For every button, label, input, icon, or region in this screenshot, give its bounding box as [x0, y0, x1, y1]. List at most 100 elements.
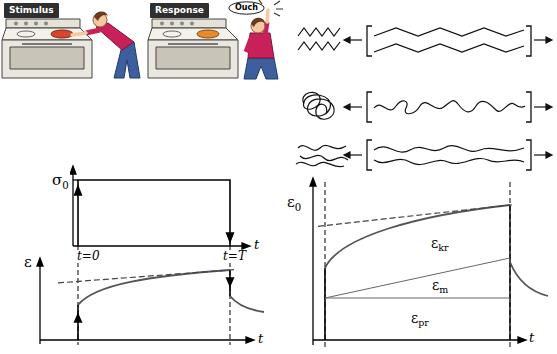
bubble-outline: [229, 2, 264, 14]
strain-symbol: ε: [23, 254, 33, 271]
response-illustration: [152, 19, 226, 28]
polymer-chains: [303, 92, 334, 119]
stretch-brackets: [367, 26, 531, 170]
stimulus-illustration: [2, 12, 140, 78]
stretch-arrows: [344, 152, 350, 158]
strain-symbol: ε0: [286, 194, 302, 211]
stress-symbol: σ0: [51, 172, 70, 189]
strain-components-graph: [312, 182, 313, 345]
response-illustration: [190, 22, 194, 26]
response-illustration: [180, 22, 184, 26]
stretch-arrows: [344, 37, 350, 43]
strain-graph: [40, 339, 250, 340]
response-illustration: [267, 10, 268, 22]
stress-graph: [75, 186, 82, 195]
component-label: εm: [431, 278, 449, 293]
stimulus-illustration: [14, 22, 18, 26]
stimulus-illustration: [94, 12, 108, 21]
component-label: εkr: [430, 236, 450, 251]
response-illustration: [163, 31, 181, 37]
strain-graph: [39, 262, 40, 344]
stress-graph: [227, 233, 234, 242]
strain-graph: [58, 270, 234, 283]
node-text: Ouch: [235, 3, 258, 13]
stretch-arrows: [546, 104, 552, 110]
axis-label: t: [257, 332, 264, 346]
strain-graph: [78, 270, 230, 305]
node-text: Stimulus: [9, 5, 54, 16]
stress-graph: [78, 180, 230, 246]
axis-label: t: [253, 238, 260, 252]
strain-components-graph: [324, 268, 326, 340]
stress-graph: [72, 170, 73, 246]
time-guides: [78, 182, 510, 347]
polymer-chains: [300, 155, 348, 160]
response-illustration: [170, 22, 174, 26]
stimulus-illustration: [34, 22, 38, 26]
response-illustration: [160, 22, 164, 26]
stretch-brackets: [526, 140, 531, 170]
polymer-chains: [374, 101, 525, 114]
response-illustration: [244, 58, 278, 79]
stretch-arrows: [344, 37, 552, 158]
stimulus-illustration: [114, 42, 140, 78]
node-text: Response: [155, 5, 204, 16]
polymer-chains: [374, 146, 524, 152]
strain-graph: [246, 337, 254, 343]
response-illustration: [251, 18, 265, 27]
response-illustration: [156, 47, 230, 69]
response-illustration: [148, 40, 238, 78]
panel-label: Stimulus: [4, 3, 59, 18]
polymer-chains: [298, 42, 340, 50]
time-guides: [325, 182, 326, 347]
stimulus-illustration: [72, 33, 86, 35]
stress-graph: [70, 166, 76, 174]
stretch-arrows: [344, 104, 350, 110]
strain-graph: [37, 258, 264, 344]
response-illustration: [197, 30, 219, 38]
stress-graph: [242, 243, 250, 249]
stimulus-illustration: [24, 22, 28, 26]
strain-components-graph: [318, 205, 514, 227]
stimulus-illustration: [2, 40, 92, 78]
polymer-chains: [296, 162, 344, 167]
stretch-brackets: [526, 92, 531, 122]
strain-components-graph: [509, 205, 510, 340]
strain-graph: [37, 258, 43, 266]
strain-components-graph: [510, 262, 548, 296]
panel-label: Response: [150, 3, 209, 18]
response-illustration: [148, 0, 283, 79]
polymer-chains: [374, 28, 524, 36]
stress-graph: [70, 166, 250, 249]
strain-graph: [227, 278, 234, 286]
strain-components-graph: [325, 205, 510, 268]
polymer-chains: [374, 44, 524, 52]
response-illustration: [246, 36, 252, 52]
polymer-chains: [374, 158, 524, 164]
response-illustration: [148, 28, 238, 40]
strain-components-graph: [325, 298, 510, 299]
strain-components-graph: [310, 178, 316, 186]
stimulus-illustration: [22, 43, 72, 45]
response-illustration: [168, 43, 218, 45]
strain-components-graph: [310, 178, 548, 345]
stimulus-illustration: [6, 19, 80, 28]
polymer-chains: [298, 28, 340, 36]
stress-graph: [73, 245, 246, 246]
strain-graph: [75, 314, 82, 322]
strain-components-graph: [325, 258, 510, 298]
time-mark: t=0: [76, 250, 101, 263]
stimulus-illustration: [86, 30, 100, 33]
stimulus-illustration: [51, 30, 73, 38]
stretch-arrows: [546, 37, 552, 43]
stimulus-illustration: [2, 28, 92, 40]
polymer-chains: [298, 145, 346, 150]
strain-graph: [230, 296, 264, 312]
stretch-brackets: [526, 26, 531, 56]
stretch-brackets: [367, 92, 372, 122]
polymer-chains: [296, 28, 525, 167]
stimulus-illustration: [10, 47, 84, 69]
axis-label: t: [528, 331, 535, 345]
strain-components-graph: [518, 337, 526, 343]
